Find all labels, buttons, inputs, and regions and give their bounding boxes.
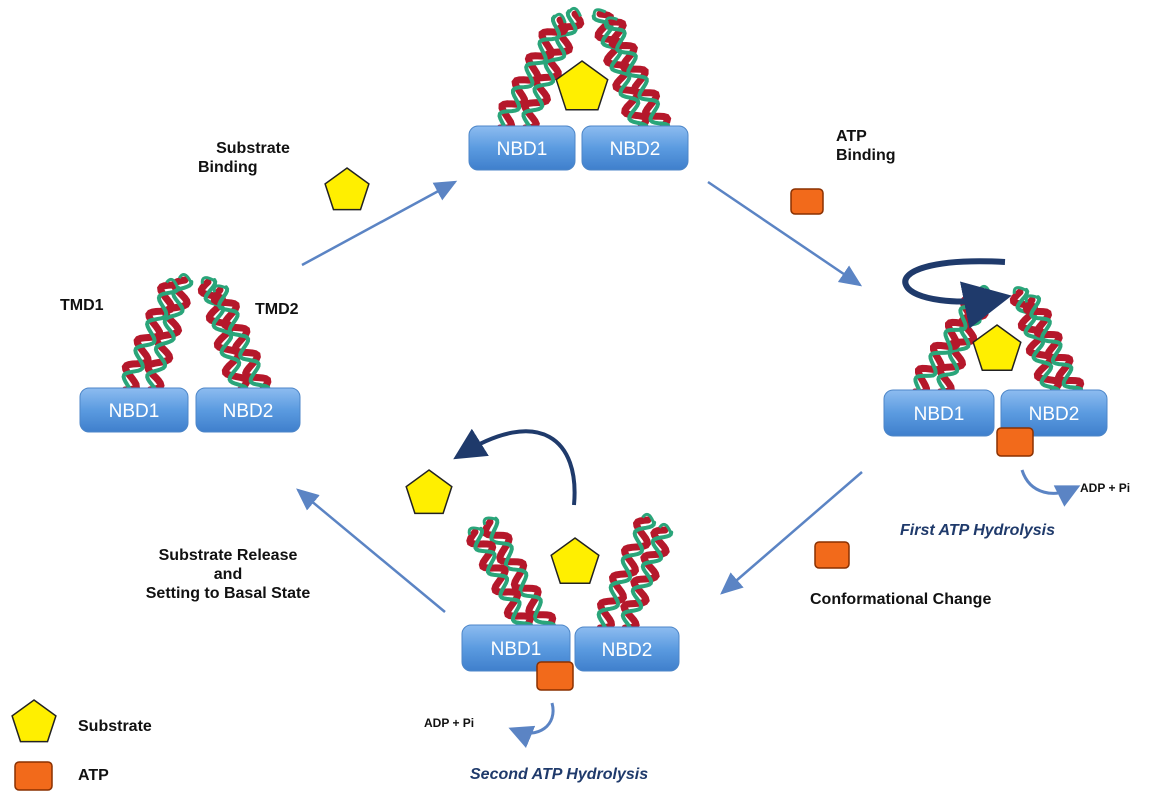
- tmd1-helix-out-a: [481, 516, 557, 632]
- atp-square-icon-first: [996, 427, 1034, 457]
- nbd1-label-basal: NBD1: [109, 401, 160, 422]
- atp-square-icon-binding: [790, 188, 824, 215]
- tmd2-helix-basal-b: [210, 284, 272, 394]
- substrate-release-line-1: Substrate Release: [158, 547, 298, 564]
- substrate-pentagon-icon-released: [405, 469, 453, 515]
- nbd2-label-basal: NBD2: [223, 401, 274, 422]
- legend-substrate-label: Substrate: [78, 718, 152, 735]
- nbd1-label-substrate-bound: NBD1: [497, 139, 548, 160]
- tmd2-helix-out-b: [620, 522, 674, 633]
- legend-atp-square-icon: [14, 761, 53, 791]
- nbd2-label-atp-bound: NBD2: [1029, 404, 1080, 425]
- arrow-to-substrate-bound: [301, 180, 458, 267]
- tmd1-helix-bound-b: [496, 12, 569, 134]
- substrate-pentagon-icon-bound: [555, 60, 609, 111]
- tmd1-helix-basal-b: [121, 277, 181, 395]
- atp-binding-label: ATP Binding: [836, 127, 916, 165]
- nbd2-box-atp-bound: [1000, 389, 1108, 437]
- tmd1-helix-out-b: [466, 526, 534, 632]
- nbd2-label-outward: NBD2: [602, 640, 653, 661]
- atp-square-icon-conformational: [814, 541, 850, 569]
- nbd2-label-substrate-bound: NBD2: [610, 139, 661, 160]
- arrow-to-basal: [296, 488, 446, 613]
- tmd2-helix-bound-b: [604, 16, 672, 132]
- substrate-release-line-2: and: [213, 566, 243, 584]
- second-atp-hydrolysis-label: Second ATP Hydrolysis: [470, 766, 649, 783]
- substrate-binding-label: Substrate Binding: [198, 139, 308, 177]
- atp-square-icon-second: [536, 661, 574, 691]
- atp-binding-line-1: ATP: [836, 128, 867, 145]
- tmd1-label: TMD1: [60, 297, 104, 314]
- conformational-change-label: Conformational Change: [810, 591, 992, 608]
- tmd2-helix-out-a: [596, 512, 657, 633]
- adp-pi-label-first: ADP + Pi: [1080, 481, 1131, 495]
- substrate-pentagon-icon-outward: [550, 537, 600, 584]
- nbd1-label-atp-bound: NBD1: [914, 404, 965, 425]
- arrow-to-outward: [720, 471, 863, 595]
- arrow-to-atp-bound: [707, 180, 863, 287]
- tmd2-helix-atp-b: [1022, 294, 1085, 396]
- release-arrow-icon: [453, 428, 577, 506]
- substrate-release-line-3: Setting to Basal State: [145, 585, 311, 603]
- nbd1-box-basal: [79, 387, 189, 433]
- adp-release-arrow-1-icon: [1020, 469, 1081, 507]
- nbd2-box-outward: [574, 626, 680, 672]
- substrate-binding-line-2: Binding: [198, 159, 258, 177]
- nbd2-box-substrate-bound: [581, 125, 689, 171]
- substrate-binding-line-1: Substrate: [216, 140, 290, 157]
- nbd1-box-outward: [461, 624, 571, 672]
- adp-pi-label-second: ADP + Pi: [424, 716, 475, 730]
- legend-substrate-pentagon-icon: [11, 699, 57, 743]
- tmd1-helix-basal-a: [144, 273, 194, 394]
- substrate-release-label: Substrate Release and Setting to Basal S…: [118, 546, 338, 604]
- nbd2-box-basal: [195, 387, 301, 433]
- rotation-arrow-icon: [902, 258, 1012, 329]
- tmd2-label: TMD2: [255, 301, 299, 318]
- nbd1-label-outward: NBD1: [491, 639, 542, 660]
- substrate-pentagon-icon-binding: [324, 167, 370, 211]
- nbd1-box-substrate-bound: [468, 125, 576, 171]
- adp-release-arrow-2-icon: [508, 702, 555, 748]
- legend-atp-label: ATP: [78, 767, 109, 784]
- tmd-helices: [121, 6, 1085, 633]
- nbd1-box-atp-bound: [883, 389, 995, 437]
- substrate-pentagon-icon-atp: [972, 324, 1022, 371]
- first-atp-hydrolysis-label: First ATP Hydrolysis: [900, 522, 1055, 539]
- atp-binding-line-2: Binding: [836, 147, 896, 165]
- substrate-pentagons: [11, 60, 1022, 743]
